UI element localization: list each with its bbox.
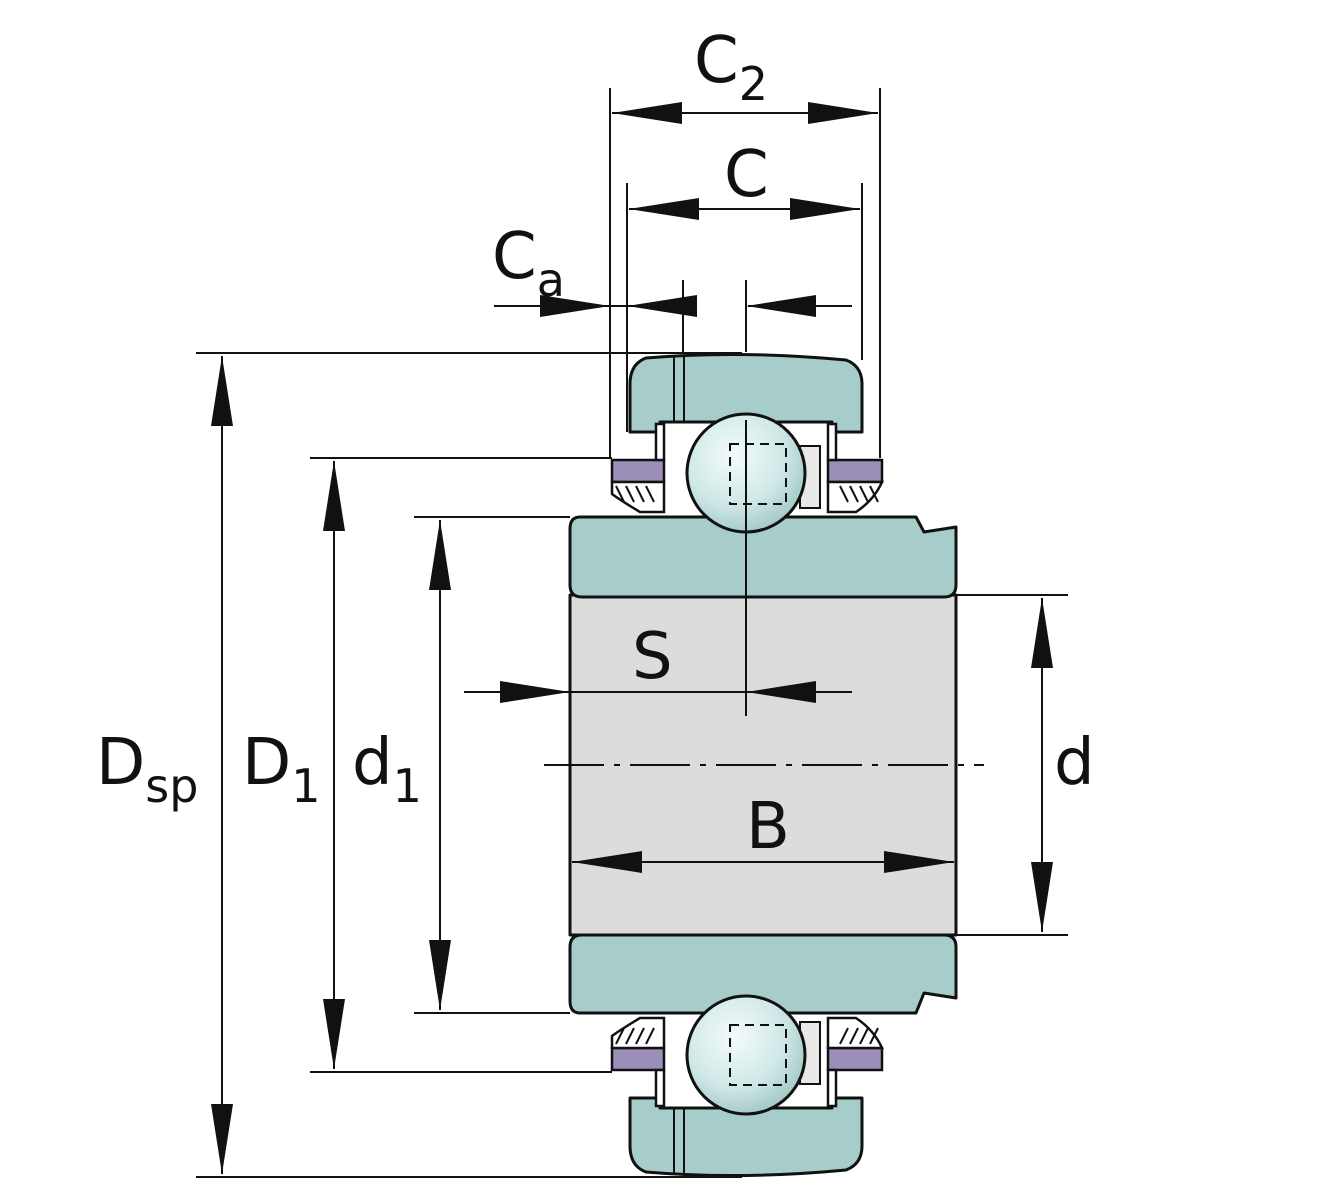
seals-top (610, 422, 884, 514)
label-D1: D1 (242, 726, 321, 813)
ball-bottom (685, 994, 807, 1116)
label-b: B (746, 790, 790, 864)
lube-hole-lines (673, 356, 685, 1174)
label-dsp: Dsp (96, 726, 198, 813)
inner-ring-top (568, 515, 958, 599)
seals-bottom (610, 1016, 884, 1108)
label-ca: Ca (492, 220, 565, 307)
label-d1: d1 (352, 726, 422, 813)
label-c2: C2 (694, 24, 768, 111)
outer-ring-bottom (628, 1096, 864, 1178)
extension-lines (196, 88, 1068, 1178)
label-s: S (632, 620, 673, 694)
bearing-body (568, 352, 958, 1178)
outer-ring-top (628, 352, 864, 434)
inner-ring-bottom (568, 933, 958, 1015)
dimension-labels: C2 C Ca S B d d1 D1 Dsp (96, 24, 1095, 864)
label-c: C (724, 138, 769, 212)
arrowheads (211, 102, 1053, 1174)
label-d: d (1054, 726, 1095, 800)
